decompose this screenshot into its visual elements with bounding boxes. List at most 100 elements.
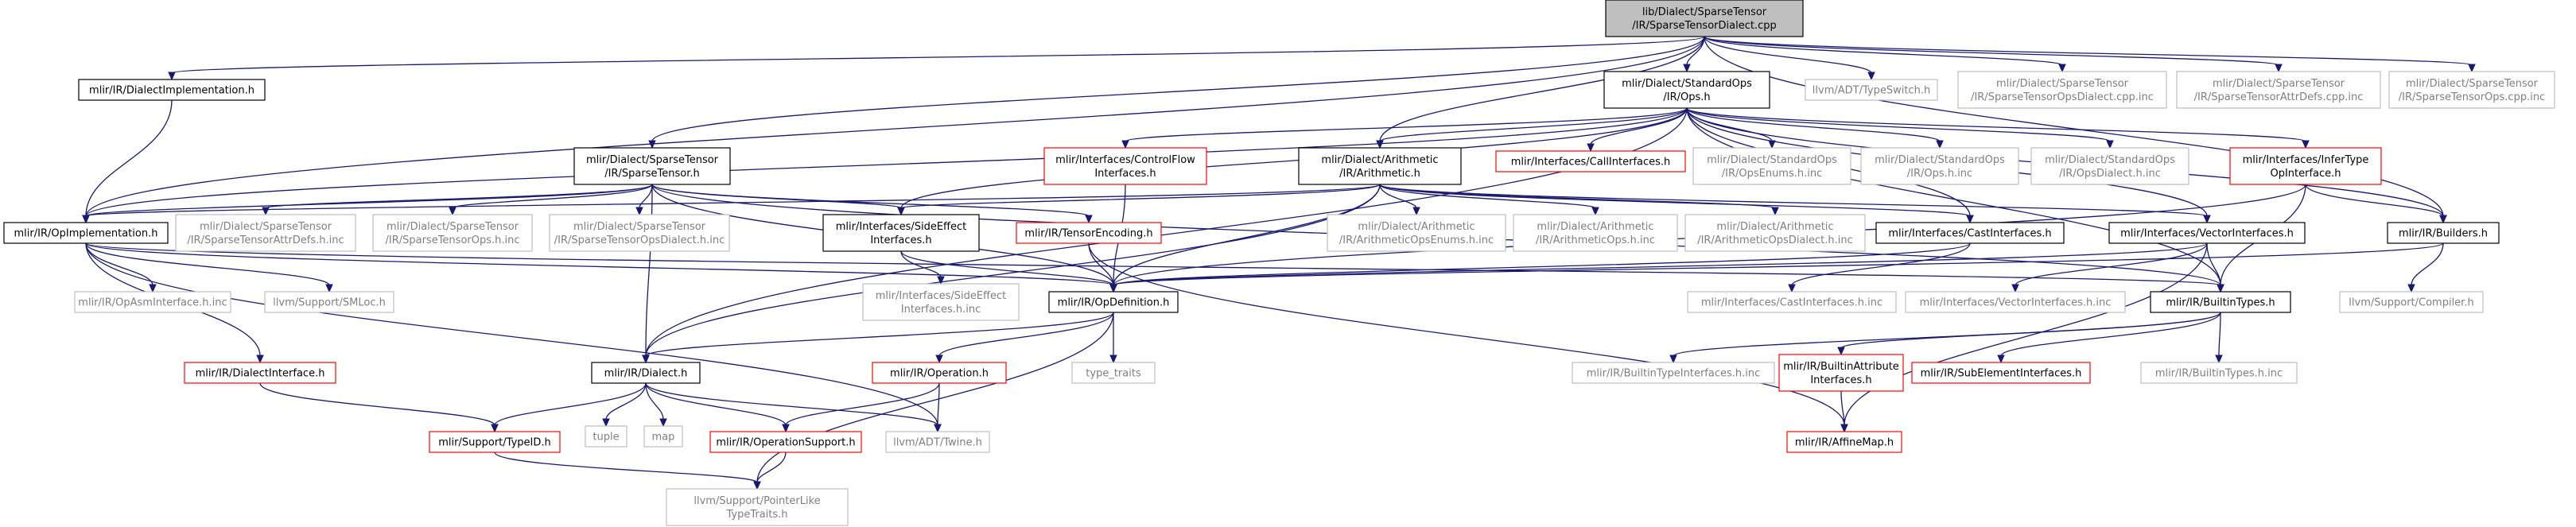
edge-arrowhead (1840, 424, 1848, 433)
node-builtintypes[interactable]: mlir/IR/BuiltinTypes.h (2150, 291, 2291, 313)
node-label: mlir/IR/Dialect.h (604, 368, 688, 380)
node-box (1327, 214, 1506, 252)
edge-arrowhead (1412, 207, 1420, 216)
edge-arrowhead (934, 424, 942, 433)
node-box (573, 147, 731, 185)
node-opsupport[interactable]: mlir/IR/OperationSupport.h (709, 431, 862, 453)
node-label: llvm/ADT/TypeSwitch.h (1813, 85, 1930, 97)
node-label: llvm/Support/Compiler.h (2349, 297, 2473, 309)
edge-opdef-dialect (645, 312, 1114, 357)
edge-arrowhead (262, 207, 270, 216)
node-label: /IR/OpsDialect.h.inc (2059, 168, 2161, 180)
node-box (549, 214, 730, 252)
node-box (2229, 147, 2382, 185)
node-box (1016, 222, 1162, 244)
edge-sparsetensor-tensorenc (651, 184, 1090, 217)
node-box (1911, 362, 2091, 384)
node-btifinc: mlir/IR/BuiltinTypeInterfaces.h.inc (1572, 362, 1775, 384)
edge-arrowhead (1867, 72, 1875, 81)
edge-arrowhead (2011, 284, 2019, 293)
node-opdef[interactable]: mlir/IR/OpDefinition.h (1048, 291, 1179, 313)
node-label: mlir/Interfaces/CastInterfaces.h (1888, 228, 2051, 240)
node-box (2030, 147, 2189, 185)
node-stdialecthinc: mlir/Dialect/SparseTensor/IR/SparseTenso… (549, 214, 730, 252)
node-label: mlir/IR/AffineMap.h (1795, 437, 1894, 449)
node-box (643, 425, 683, 448)
node-box (1572, 362, 1775, 384)
node-sparsetensor[interactable]: mlir/Dialect/SparseTensor/IR/SparseTenso… (573, 147, 731, 185)
node-box (1513, 214, 1678, 252)
edge-vectorif-vectorifinc (2015, 242, 2208, 286)
node-box (184, 362, 336, 384)
node-typeid[interactable]: mlir/Support/TypeID.h (429, 431, 561, 453)
node-vectorif[interactable]: mlir/Interfaces/VectorInterfaces.h (2108, 222, 2306, 244)
edge-arith-castif (1379, 184, 1971, 217)
node-label: mlir/Interfaces/SideEffect (876, 290, 1007, 302)
edge-vectorif-affinemap (1844, 242, 2208, 426)
node-label: /IR/SparseTensor.h (604, 168, 699, 180)
node-dialectif[interactable]: mlir/IR/DialectInterface.h (184, 362, 336, 384)
node-stdops[interactable]: mlir/Dialect/StandardOps/IR/Ops.h (1603, 71, 1770, 109)
edge-arrowhead (1683, 64, 1691, 73)
node-label: map (652, 432, 675, 444)
node-tensorenc[interactable]: mlir/IR/TensorEncoding.h (1016, 222, 1162, 244)
node-vectorifinc: mlir/Interfaces/VectorInterfaces.h.inc (1905, 291, 2126, 313)
node-box (1043, 147, 1207, 185)
edge-root-builders (1704, 36, 2444, 217)
node-box (3, 222, 169, 244)
node-label: Interfaces.h.inc (901, 304, 981, 316)
node-stopsinc: mlir/Dialect/SparseTensor/IR/SparseTenso… (372, 214, 533, 252)
edge-stdops-opsdialect (1686, 107, 2111, 142)
node-arithops: mlir/Dialect/Arithmetic/IR/ArithmeticOps… (1513, 214, 1678, 252)
node-label: mlir/Dialect/SparseTensor (2406, 78, 2539, 90)
edge-arith-vectorif (1379, 184, 2208, 217)
edge-sparsetensor-dialect (645, 184, 653, 357)
edge-stdops-controlflow (1125, 107, 1688, 142)
edge-tensorenc-affinemap (1088, 242, 1845, 426)
node-box (872, 362, 1007, 384)
node-label: /IR/SparseTensorOpsDialect.h.inc (554, 234, 725, 246)
node-tuple: tuple (585, 425, 627, 448)
node-label: mlir/IR/OperationSupport.h (716, 437, 855, 449)
node-subelem[interactable]: mlir/IR/SubElementInterfaces.h (1911, 362, 2091, 384)
node-label: /IR/SparseTensorAttrDefs.cpp.inc (2194, 91, 2364, 103)
node-label: Interfaces.h (870, 234, 931, 246)
node-opimpl[interactable]: mlir/IR/OpImplementation.h (3, 222, 169, 244)
node-opasm: mlir/IR/OpAsmInterface.h.inc (74, 291, 231, 313)
edge-builders-opdef (1113, 242, 2444, 286)
node-opshinc: mlir/Dialect/StandardOps/IR/Ops.h.inc (1860, 147, 2019, 185)
edge-sideeffect-sideeffectinc (900, 250, 942, 278)
node-label: mlir/Dialect/Arithmetic (1716, 221, 1833, 233)
node-label: mlir/Dialect/Arithmetic (1321, 154, 1438, 166)
node-label: /IR/SparseTensorDialect.cpp (1632, 20, 1776, 32)
node-box (78, 79, 266, 101)
edge-opdef-pointerlike (756, 312, 1114, 483)
edge-stdops-callif (1590, 107, 1688, 145)
node-box (666, 488, 849, 526)
edge-arrowhead (2215, 355, 2223, 364)
node-label: /IR/OpsEnums.h.inc (1722, 168, 1823, 180)
node-operation[interactable]: mlir/IR/Operation.h (872, 362, 1007, 384)
node-root[interactable]: lib/Dialect/SparseTensor/IR/SparseTensor… (1605, 0, 1804, 37)
node-label: mlir/IR/SubElementInterfaces.h (1921, 368, 2082, 380)
edge-root-dialectimpl (171, 36, 1705, 74)
node-dialect[interactable]: mlir/IR/Dialect.h (591, 362, 701, 384)
node-label: Interfaces.h (1810, 374, 1871, 386)
node-box (1603, 71, 1770, 109)
node-callif[interactable]: mlir/Interfaces/CallInterfaces.h (1495, 150, 1686, 172)
node-label: mlir/IR/TensorEncoding.h (1024, 228, 1152, 240)
node-builders[interactable]: mlir/IR/Builders.h (2387, 222, 2500, 244)
node-affinemap[interactable]: mlir/IR/AffineMap.h (1786, 431, 1902, 453)
edge-builtintypes-btifinc (1673, 312, 2221, 357)
node-label: /IR/Arithmetic.h (1339, 168, 1420, 180)
node-arith[interactable]: mlir/Dialect/Arithmetic/IR/Arithmetic.h (1298, 147, 1462, 185)
node-castif[interactable]: mlir/Interfaces/CastInterfaces.h (1875, 222, 2065, 244)
node-label: /IR/SparseTensorAttrDefs.h.inc (187, 234, 344, 246)
node-dialectimpl[interactable]: mlir/IR/DialectImplementation.h (78, 79, 266, 101)
edge-arrowhead (149, 284, 157, 293)
